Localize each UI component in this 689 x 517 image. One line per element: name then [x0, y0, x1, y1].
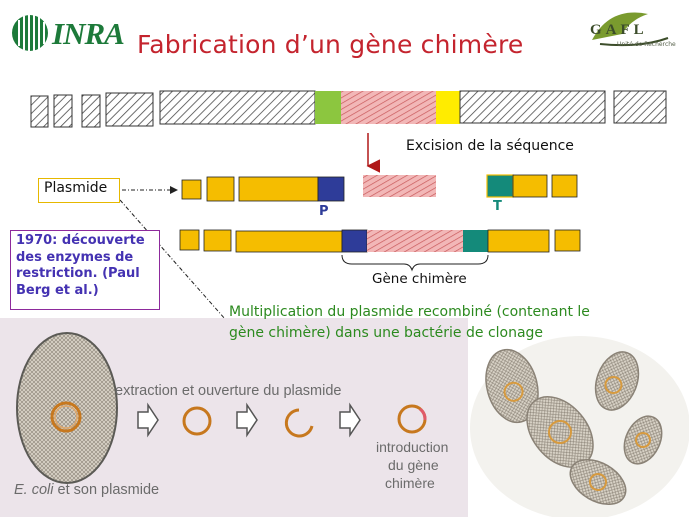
inra-logo-text: INRA [52, 16, 125, 51]
terminator-label: T [493, 199, 502, 214]
gene-chimere-label: Gène chimère [372, 271, 467, 287]
chromosome-row [30, 90, 667, 128]
ecoli-species: E. coli [14, 482, 54, 498]
multiplication-text-line: gène chimère) dans une bactérie de clona… [229, 325, 544, 341]
step-arrow-icon [137, 402, 361, 438]
extraction-label: extraction et ouverture du plasmide [115, 383, 342, 399]
plasmid-row-cut [181, 174, 578, 202]
inra-logo-icon [12, 15, 48, 51]
history-note-line: restriction. (Paul [16, 266, 140, 281]
gafl-logo-text: GAFL [590, 22, 648, 38]
history-note-line: Berg et al.) [16, 283, 99, 298]
plasmide-label-box [38, 178, 120, 203]
gafl-logo-subtitle: Unité de Recherche [617, 41, 676, 48]
history-note-line: 1970: découverte [16, 233, 145, 248]
ecoli-caption-suffix: et son plasmide [53, 482, 160, 498]
promoter-label: P [319, 204, 329, 219]
plasmid-row-recombined [179, 229, 581, 253]
gafl-logo-icon [592, 12, 669, 47]
ecoli-cell-icon [16, 332, 118, 484]
bacteria-photo [470, 336, 689, 517]
gene-brace [341, 254, 489, 272]
history-note-box [10, 230, 160, 310]
introduction-label-line: chimère [385, 475, 435, 491]
excision-label: Excision de la séquence [406, 138, 574, 154]
ecoli-caption: E. coli et son plasmide [14, 482, 159, 498]
introduction-label-line: introduction [376, 439, 449, 455]
plasmide-label: Plasmide [44, 180, 108, 196]
plasmid-ring-icon [182, 404, 427, 438]
history-note-line: des enzymes de [16, 250, 134, 265]
multiplication-text-line: Multiplication du plasmide recombiné (co… [229, 304, 590, 320]
introduction-label-line: du gène [388, 457, 439, 473]
slide-title: Fabrication d’un gène chimère [137, 30, 524, 59]
